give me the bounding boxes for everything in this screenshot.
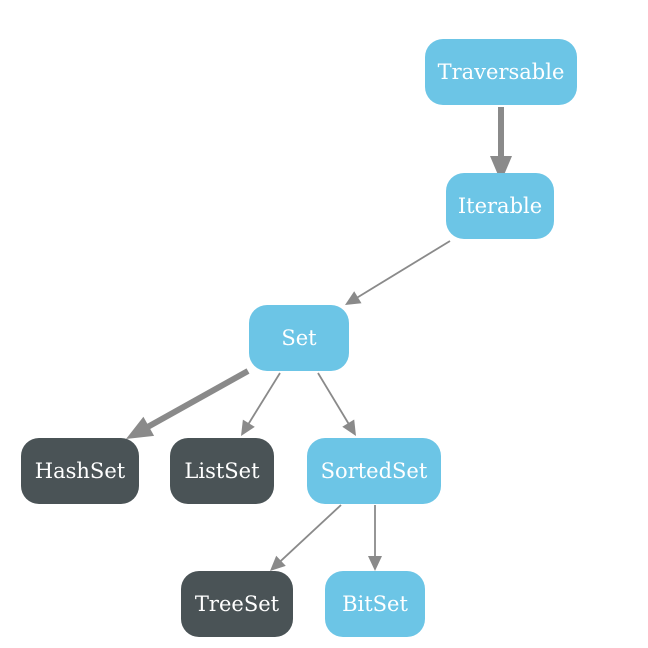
arrowhead <box>490 156 512 182</box>
node-label: TreeSet <box>195 592 280 616</box>
node-label: SortedSet <box>321 459 428 483</box>
edge-set-to-listset <box>241 372 281 436</box>
node-label: Set <box>281 326 317 350</box>
arrowhead <box>342 419 356 436</box>
node-box <box>425 39 577 105</box>
edge-set-to-sortedset <box>317 372 356 436</box>
node-box <box>249 305 349 371</box>
edge-traversable-to-iterable <box>490 107 512 182</box>
edge-sortedset-to-bitset <box>368 505 382 571</box>
node-label: ListSet <box>184 459 260 483</box>
node-box <box>181 571 293 637</box>
node-sortedset: SortedSet <box>307 438 441 504</box>
node-box <box>325 571 425 637</box>
edge-line <box>356 240 451 299</box>
node-treeset: TreeSet <box>181 571 293 637</box>
arrowhead <box>241 419 255 436</box>
arrowhead <box>126 416 155 439</box>
node-label: Traversable <box>438 60 565 84</box>
arrowhead <box>345 291 362 305</box>
node-box <box>170 438 274 504</box>
node-traversable: Traversable <box>425 39 577 105</box>
node-listset: ListSet <box>170 438 274 504</box>
edge-line <box>279 504 342 563</box>
arrowhead <box>270 555 286 571</box>
edge-sortedset-to-treeset <box>270 504 342 571</box>
edge-line <box>317 372 350 425</box>
edge-iterable-to-set <box>345 240 451 305</box>
node-iterable: Iterable <box>446 173 554 239</box>
arrowhead <box>368 556 382 571</box>
edge-line <box>146 368 250 430</box>
edges-layer <box>126 107 512 571</box>
node-set: Set <box>249 305 349 371</box>
node-box <box>307 438 441 504</box>
edge-set-to-hashset <box>126 368 250 439</box>
node-label: BitSet <box>342 592 408 616</box>
node-hashset: HashSet <box>21 438 139 504</box>
node-bitset: BitSet <box>325 571 425 637</box>
edge-line <box>247 372 281 425</box>
node-label: HashSet <box>35 459 126 483</box>
node-label: Iterable <box>458 194 542 218</box>
node-box <box>21 438 139 504</box>
node-box <box>446 173 554 239</box>
